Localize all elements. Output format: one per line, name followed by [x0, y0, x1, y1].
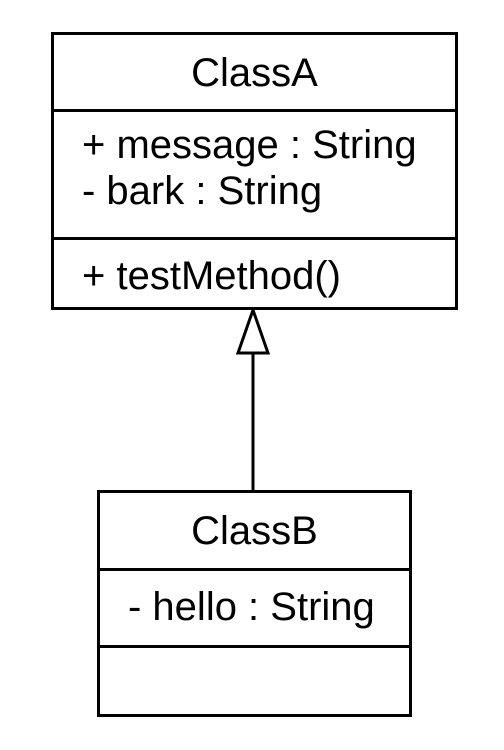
methods-compartment: + testMethod()	[54, 237, 455, 307]
class-name: ClassA	[191, 51, 318, 95]
attribute-item: + message : String	[82, 123, 417, 167]
class-box-classa[interactable]: ClassA + message : String - bark : Strin…	[51, 32, 458, 310]
attribute-item: - hello : String	[128, 585, 375, 629]
attributes-compartment: + message : String - bark : String	[54, 109, 455, 237]
attributes-compartment: - hello : String	[100, 568, 409, 645]
class-name-compartment: ClassB	[100, 493, 409, 568]
inheritance-arrowhead	[235, 305, 271, 355]
class-box-classb[interactable]: ClassB - hello : String	[97, 490, 412, 717]
attribute-item: - bark : String	[82, 169, 323, 213]
methods-compartment	[100, 645, 409, 714]
class-name: ClassB	[191, 509, 318, 553]
class-name-compartment: ClassA	[54, 35, 455, 109]
method-item: + testMethod()	[82, 254, 342, 298]
